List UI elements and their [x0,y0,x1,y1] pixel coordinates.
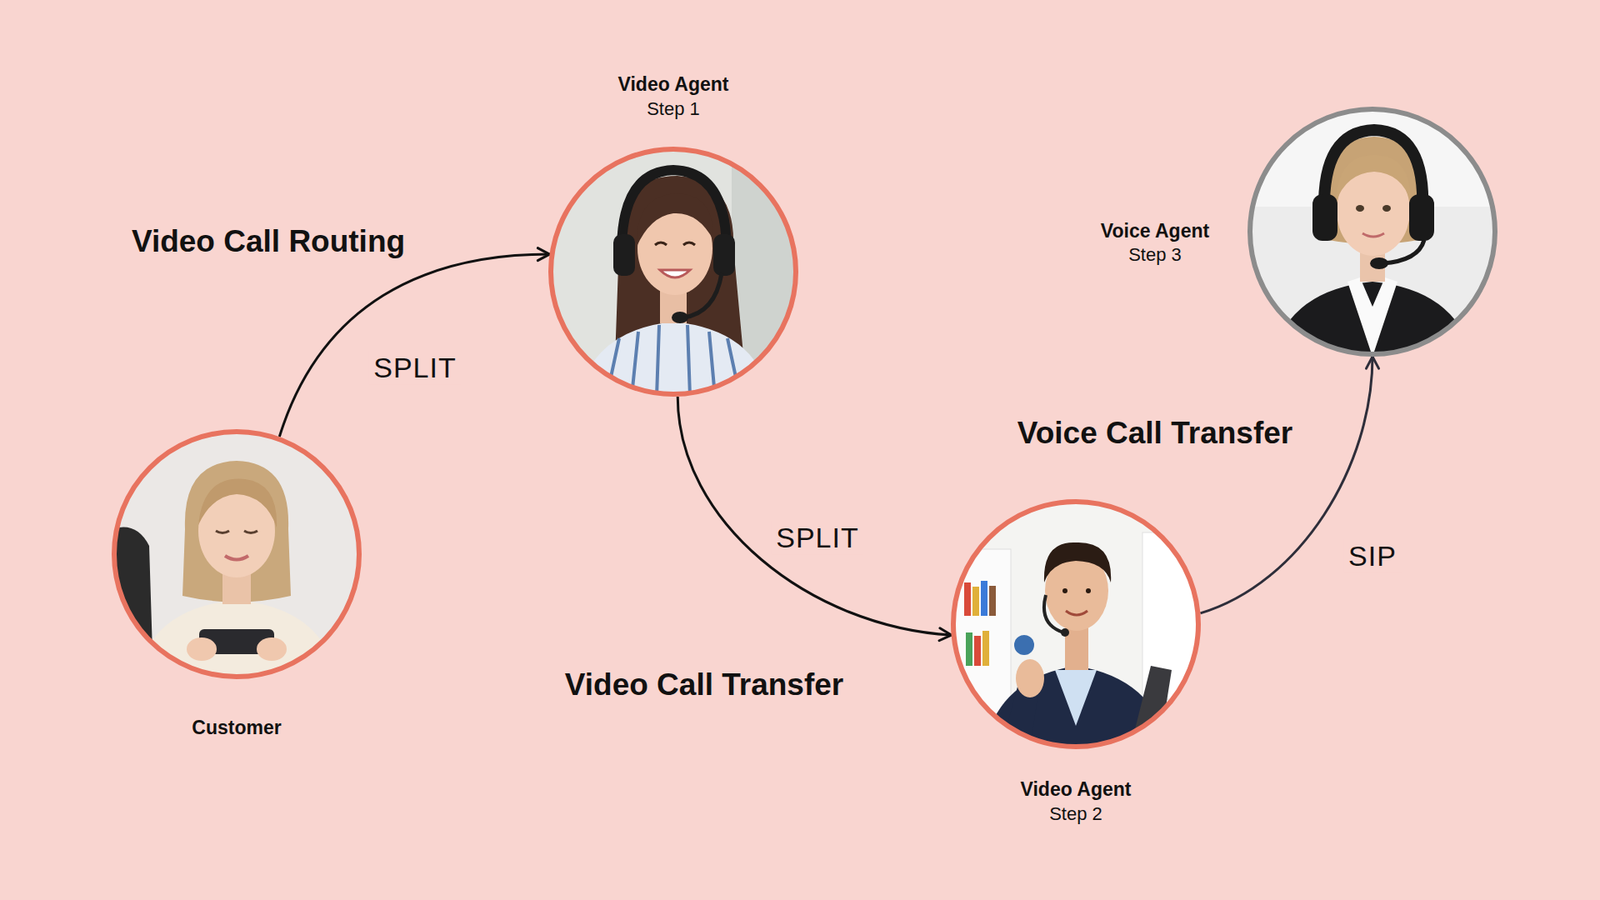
node-circle: Customer [111,429,362,680]
circle-outline [1247,106,1498,357]
node-circle: Video AgentStep 1 [548,146,799,397]
node-circle: Video AgentStep 2 [950,499,1201,750]
arrowhead [537,248,550,261]
circle-outline [950,499,1201,750]
node-step: Step 2 [1049,803,1103,825]
circle-border [550,149,796,395]
node-name: Voice Agent [1100,220,1210,244]
connector-line [279,254,550,437]
node-circle: Voice AgentStep 3 [1247,106,1498,357]
circle-border [114,431,360,677]
node-name: Customer [191,716,281,740]
circle-border [953,501,1199,747]
arrowhead [1365,356,1379,369]
section-heading: Video Call Transfer [565,666,845,704]
connector [677,396,951,641]
section-heading: Voice Call Transfer [1017,415,1293,452]
edge-label: SIP [1343,539,1402,574]
node-step: Step 3 [1128,244,1182,266]
edge-label: SPLIT [368,350,461,385]
edge-label: SPLIT [770,520,864,555]
arrowhead [939,628,952,641]
node-name: Video Agent [618,73,730,97]
node-step: Step 1 [646,98,700,120]
circle-outline [111,429,362,680]
connector [1200,356,1379,614]
circle-border [1250,109,1495,355]
connector-line [1200,356,1373,614]
circle-outline [548,146,799,397]
connector-line [677,396,951,635]
node-name: Video Agent [1020,778,1132,802]
section-heading: Video Call Routing [131,223,405,260]
connector [279,248,550,437]
